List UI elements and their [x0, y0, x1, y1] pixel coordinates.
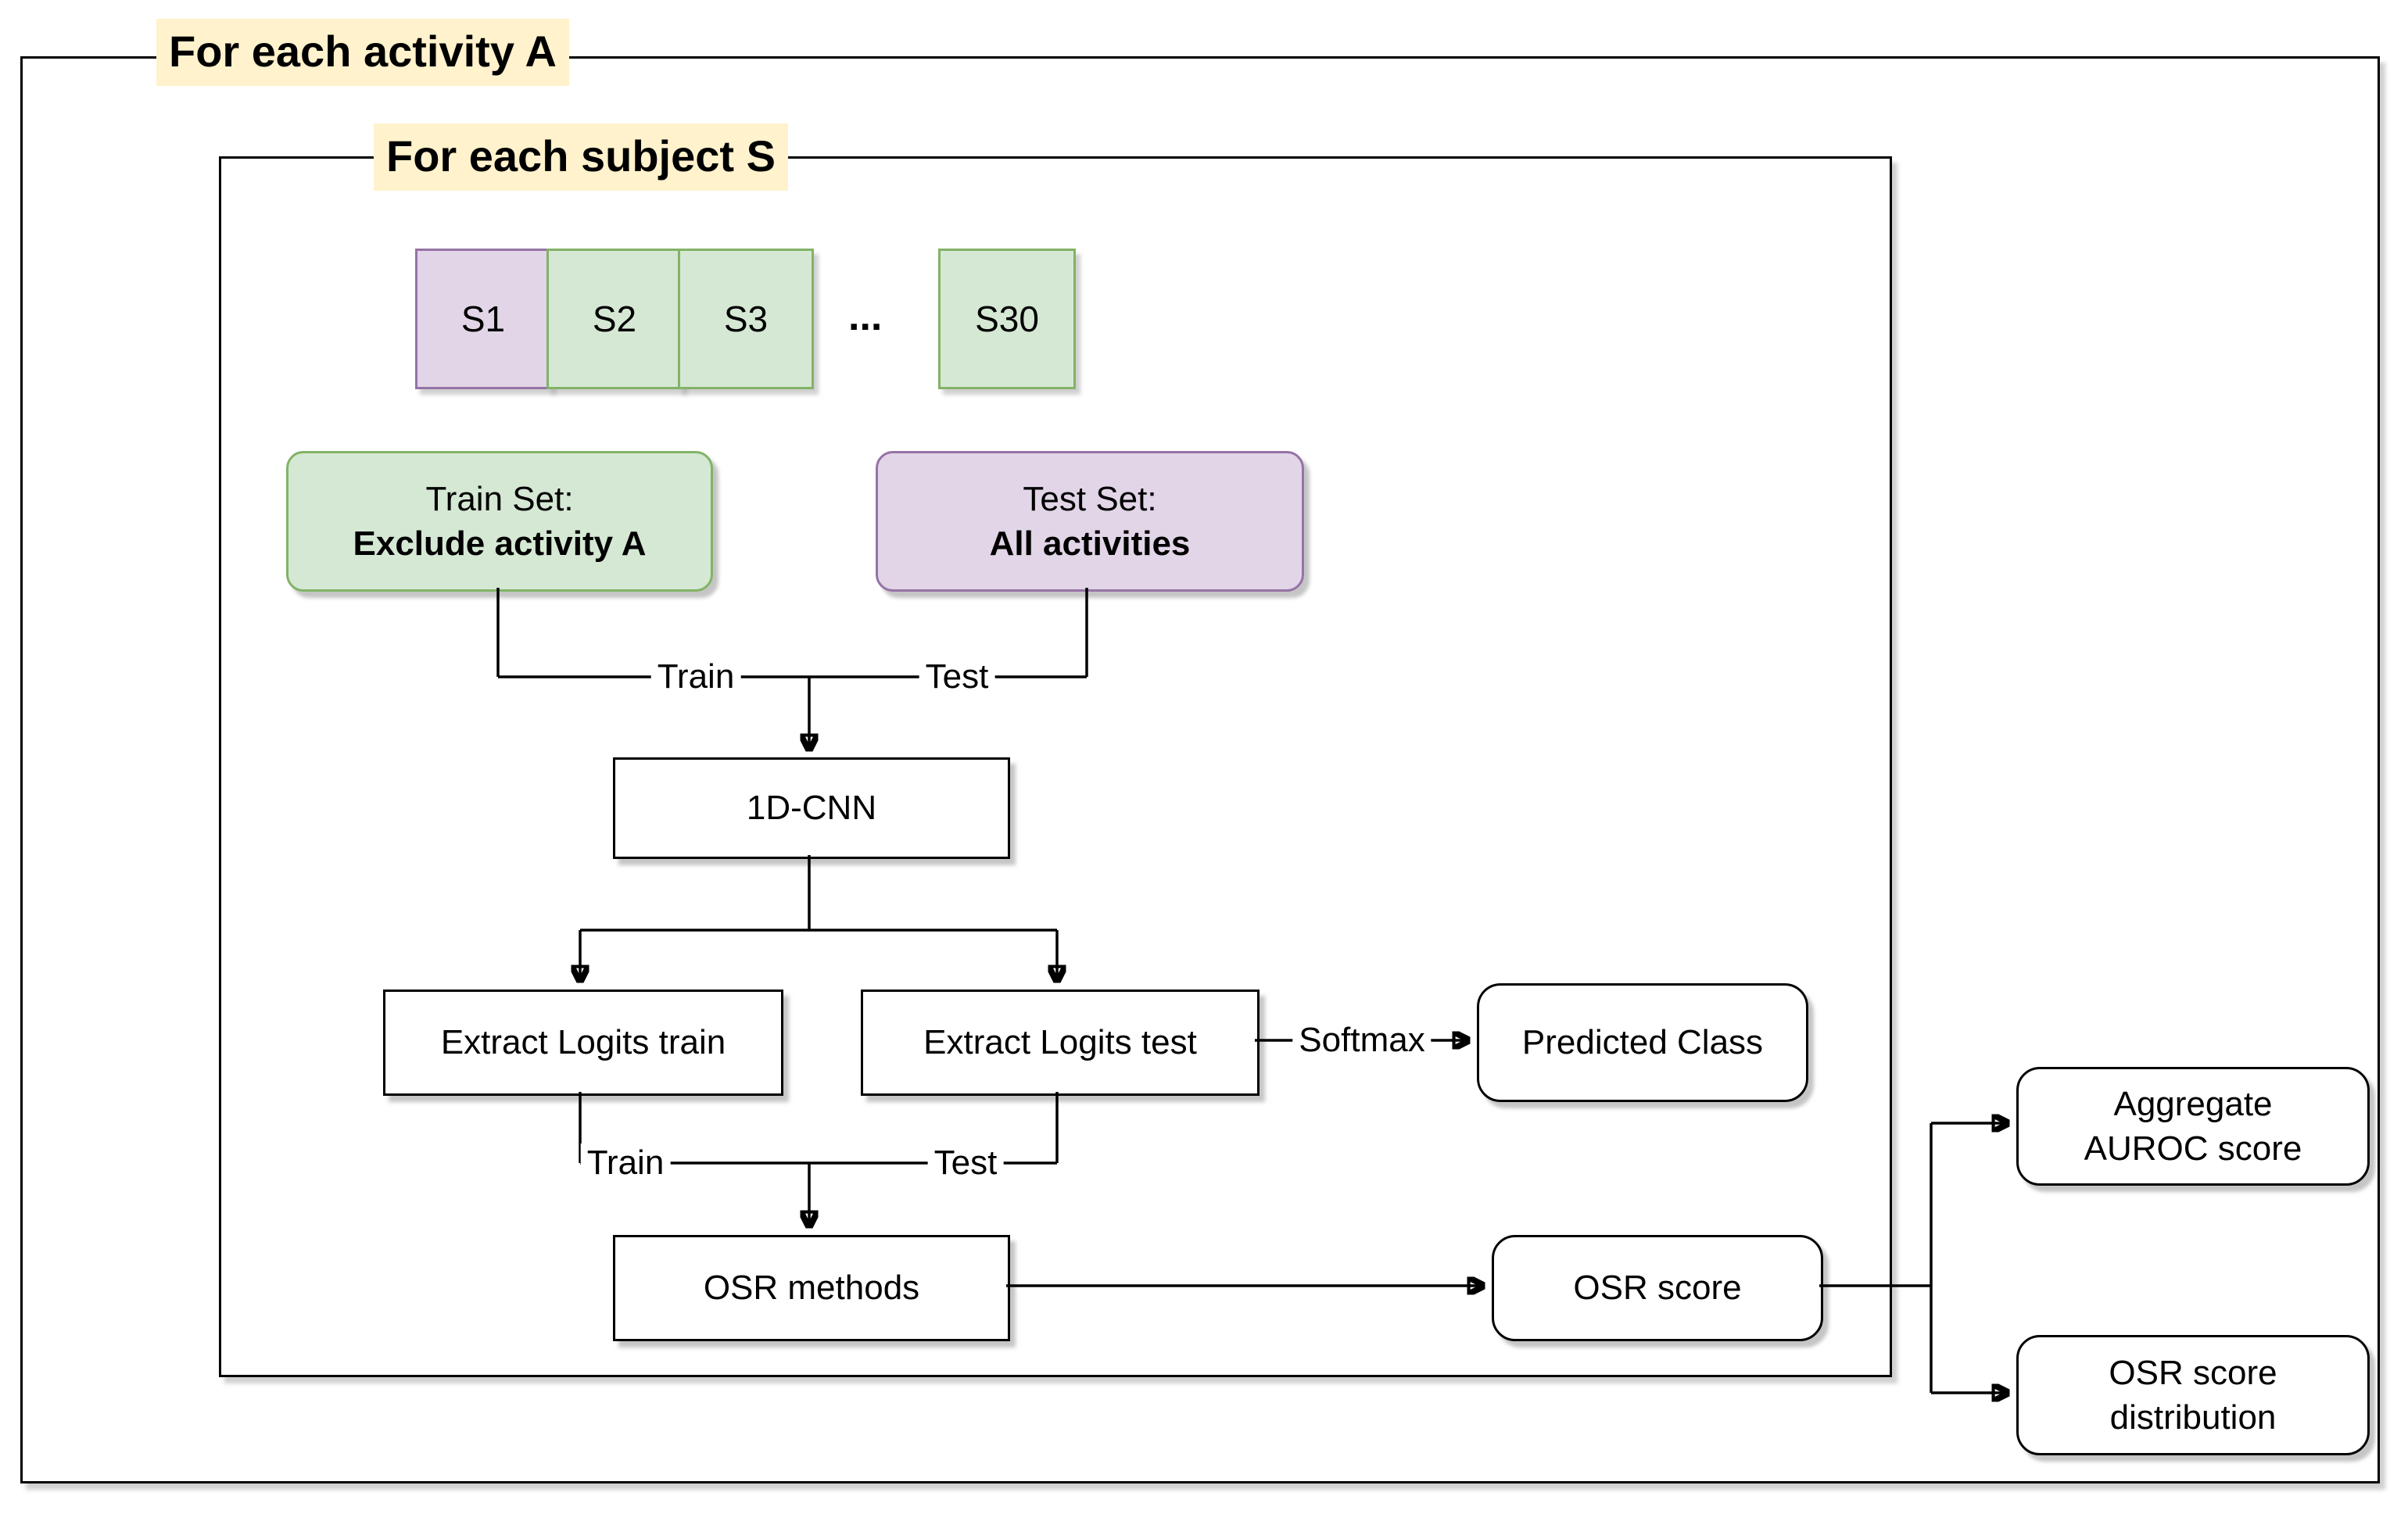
inner-loop-container — [219, 156, 1892, 1377]
test-set-title: Test Set: — [1023, 479, 1157, 518]
merge1-train-label: Train — [650, 657, 741, 696]
subjects-ellipsis: ... — [848, 294, 883, 339]
test-set-box: Test Set: All activities — [876, 451, 1304, 592]
cnn-box: 1D-CNN — [613, 757, 1010, 859]
subject-cell-s30: S30 — [938, 249, 1076, 389]
outer-loop-container — [20, 56, 2380, 1483]
predicted-class-box: Predicted Class — [1477, 983, 1808, 1102]
osr-distribution-box: OSR score distribution — [2016, 1335, 2370, 1455]
extract-logits-train-box: Extract Logits train — [383, 990, 783, 1096]
merge2-train-label: Train — [580, 1143, 671, 1183]
subject-cell-s1: S1 — [415, 249, 551, 389]
aggregate-auroc-line2: AUROC score — [2084, 1129, 2302, 1168]
aggregate-auroc-line1: Aggregate — [2113, 1084, 2273, 1123]
train-set-box: Train Set: Exclude activity A — [286, 451, 713, 592]
subject-cell-s2: S2 — [546, 249, 683, 389]
merge1-test-label: Test — [919, 657, 995, 696]
merge2-test-label: Test — [927, 1143, 1004, 1183]
train-set-title: Train Set: — [425, 479, 574, 518]
osr-distribution-line1: OSR score — [2109, 1353, 2277, 1392]
softmax-label: Softmax — [1292, 1021, 1432, 1060]
outer-loop-label: For each activity A — [156, 19, 569, 86]
train-set-subtitle: Exclude activity A — [353, 524, 647, 563]
test-set-subtitle: All activities — [989, 524, 1191, 563]
aggregate-auroc-box: Aggregate AUROC score — [2016, 1067, 2370, 1186]
osr-score-box: OSR score — [1492, 1235, 1823, 1341]
inner-loop-label: For each subject S — [374, 123, 788, 191]
osr-distribution-line2: distribution — [2109, 1398, 2277, 1437]
osr-methods-box: OSR methods — [613, 1235, 1010, 1341]
subject-cell-s3: S3 — [678, 249, 814, 389]
extract-logits-test-box: Extract Logits test — [861, 990, 1260, 1096]
